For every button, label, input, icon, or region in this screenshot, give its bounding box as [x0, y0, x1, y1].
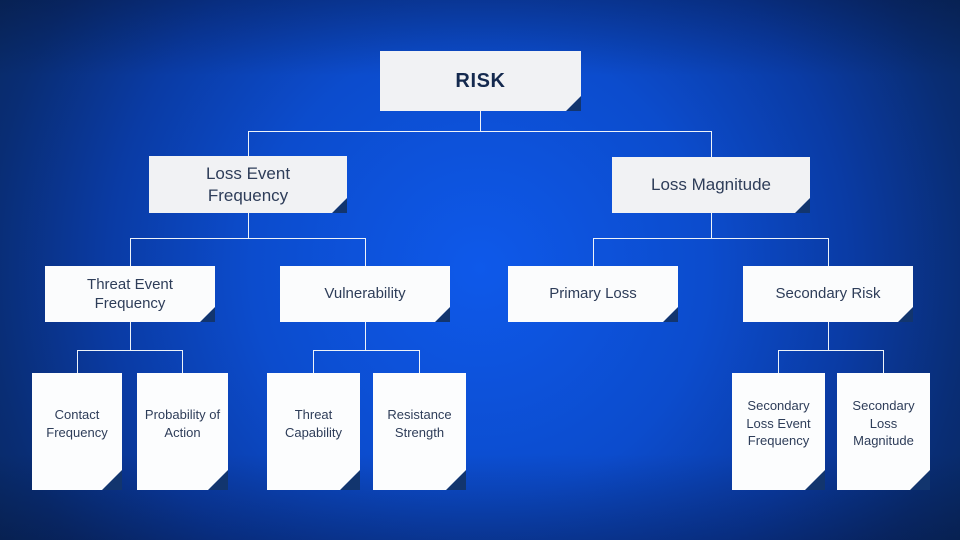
connector-lef-stem	[248, 213, 249, 239]
node-label-threat-capability: Threat Capability	[267, 373, 360, 490]
connector-to-vulnerability	[365, 238, 366, 266]
node-secondary-loss-event-frequency: Secondary Loss Event Frequency	[732, 373, 825, 490]
node-threat-event-frequency: Threat Event Frequency	[45, 266, 215, 322]
node-primary-loss: Primary Loss	[508, 266, 678, 322]
connector-lef-bar	[130, 238, 366, 239]
connector-sr-bar	[778, 350, 884, 351]
node-loss-magnitude: Loss Magnitude	[612, 157, 810, 213]
connector-to-threat-capability	[313, 350, 314, 373]
node-secondary-loss-magnitude: Secondary Loss Magnitude	[837, 373, 930, 490]
node-contact-frequency: Contact Frequency	[32, 373, 122, 490]
node-secondary-risk: Secondary Risk	[743, 266, 913, 322]
connector-to-secondary-lef	[778, 350, 779, 373]
connector-lm-stem	[711, 213, 712, 239]
node-label-loss-event-frequency: Loss Event Frequency	[149, 156, 347, 213]
connector-to-probability-of-action	[182, 350, 183, 373]
node-label-secondary-loss-event-frequency: Secondary Loss Event Frequency	[732, 373, 825, 490]
node-vulnerability: Vulnerability	[280, 266, 450, 322]
node-label-resistance-strength: Resistance Strength	[373, 373, 466, 490]
connector-vuln-bar	[313, 350, 420, 351]
node-label-contact-frequency: Contact Frequency	[32, 373, 122, 490]
connector-level1-bar	[248, 131, 711, 132]
connector-vuln-stem	[365, 322, 366, 350]
connector-to-threat-event-frequency	[130, 238, 131, 266]
node-loss-event-frequency: Loss Event Frequency	[149, 156, 347, 213]
node-label-vulnerability: Vulnerability	[280, 266, 450, 322]
connector-to-loss-magnitude	[711, 131, 712, 158]
connector-to-loss-event-frequency	[248, 131, 249, 157]
node-label-probability-of-action: Probability of Action	[137, 373, 228, 490]
node-resistance-strength: Resistance Strength	[373, 373, 466, 490]
connector-tef-stem	[130, 322, 131, 350]
connector-to-contact-frequency	[77, 350, 78, 373]
node-threat-capability: Threat Capability	[267, 373, 360, 490]
node-label-primary-loss: Primary Loss	[508, 266, 678, 322]
node-risk: RISK	[380, 51, 581, 111]
connector-to-resistance-strength	[419, 350, 420, 373]
connector-tef-bar	[77, 350, 183, 351]
node-probability-of-action: Probability of Action	[137, 373, 228, 490]
connector-to-secondary-risk	[828, 238, 829, 266]
node-label-secondary-risk: Secondary Risk	[743, 266, 913, 322]
connector-risk-stem	[480, 111, 481, 131]
connector-to-secondary-lm	[883, 350, 884, 373]
node-label-secondary-loss-magnitude: Secondary Loss Magnitude	[837, 373, 930, 490]
connector-to-primary-loss	[593, 238, 594, 266]
connector-lm-bar	[593, 238, 829, 239]
connector-sr-stem	[828, 322, 829, 350]
node-label-threat-event-frequency: Threat Event Frequency	[45, 266, 215, 322]
node-label-risk: RISK	[380, 51, 581, 111]
node-label-loss-magnitude: Loss Magnitude	[612, 157, 810, 213]
